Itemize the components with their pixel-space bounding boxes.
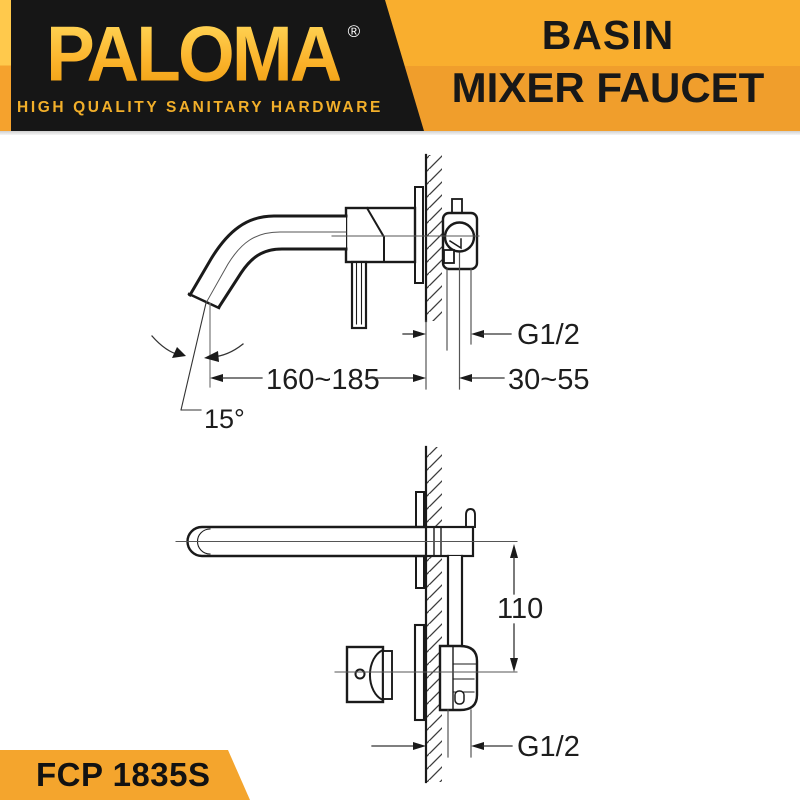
model-code: FCP 1835S [36,756,211,793]
registered-trademark-icon: ® [347,21,361,41]
product-title-line1: BASIN [541,12,675,58]
curved-spout [187,214,348,310]
brand-logo: PALOMA ® HIGH QUALITY SANITARY HARDWARE [11,0,424,131]
header-shadow [0,131,800,135]
dim-label-inlet-thread-bottom: G1/2 [517,731,580,763]
product-title-line2: MIXER FAUCET [451,64,765,111]
dim-inlet-thread-bottom: G1/2 [371,731,580,763]
concealed-valve [441,198,479,271]
model-code-badge: FCP 1835S [0,750,250,800]
mixer-body [344,206,417,264]
dim-label-inlet-thread-top: G1/2 [517,319,580,351]
flange-plate [414,186,424,284]
dim-label-spout-reach: 160~185 [266,364,380,396]
angle-construction [151,302,244,411]
dim-label-wall-depth: 30~55 [508,364,589,396]
brand-wordmark: PALOMA [46,10,342,98]
handle-lever [350,260,368,330]
header: BASIN MIXER FAUCET PALOMA ® HIGH QUALITY… [0,0,800,131]
dim-center-height: 110 [497,544,543,672]
brand-tagline: HIGH QUALITY SANITARY HARDWARE [17,98,383,116]
top-view-drawing: G1/2 160~185 30~55 15° [151,153,589,434]
dim-reach-depth: 160~185 30~55 [210,364,589,396]
bottom-view-drawing: 110 G1/2 [175,445,580,784]
supply-pipe [446,554,470,662]
extension-lines [425,252,472,390]
dim-label-spout-angle: 15° [204,404,245,434]
extension-lines [447,709,472,758]
brand-row: PALOMA ® [40,10,361,98]
wall-hatch [426,447,442,782]
dim-label-center-height: 110 [497,593,543,625]
concealed-valve [438,644,479,712]
technical-drawing: G1/2 160~185 30~55 15° [151,153,589,784]
mixer-body-joint [365,206,385,263]
dim-inlet-thread: G1/2 [402,319,580,351]
handle-assembly [345,645,393,704]
wall-hatch [426,155,442,321]
left-accent-strip [0,0,11,131]
